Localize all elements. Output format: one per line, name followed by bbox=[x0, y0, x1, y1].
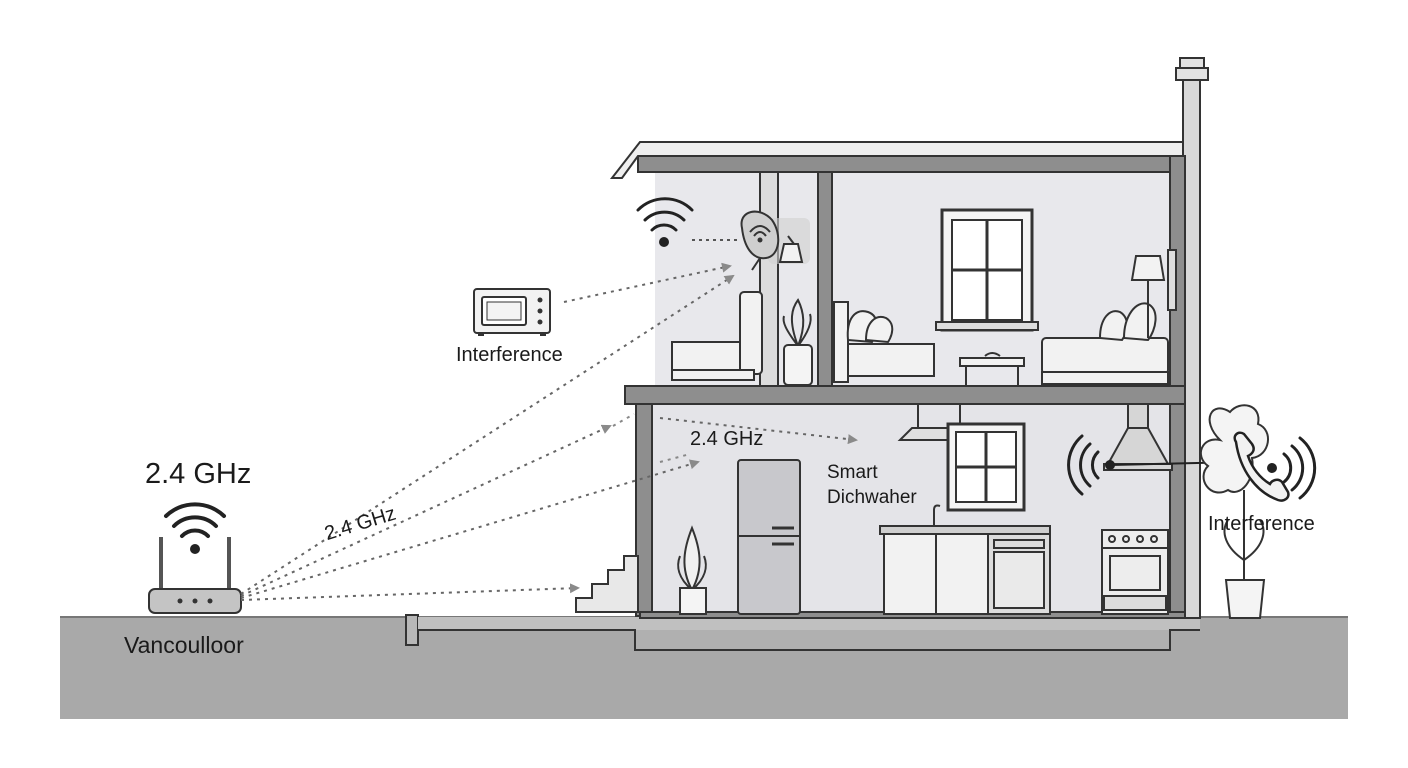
lamp-icon bbox=[1130, 255, 1166, 338]
sink-cabinet bbox=[879, 504, 1051, 615]
satellite-dish-icon bbox=[740, 210, 810, 271]
kitchen-window-icon bbox=[946, 422, 1026, 512]
house-walls bbox=[624, 155, 1186, 619]
dishwasher-label-line1: Smart bbox=[827, 462, 878, 483]
plant-icon bbox=[782, 298, 813, 386]
signal-paths bbox=[240, 262, 858, 601]
stairs-icon bbox=[575, 555, 639, 613]
range-hood-icon bbox=[1103, 403, 1173, 471]
smart-dishwasher-label: Smart Dichwaher bbox=[827, 460, 917, 510]
phone-interference-label: Interference bbox=[1208, 513, 1315, 535]
dishwasher-label-line2: Dichwaher bbox=[827, 487, 917, 508]
router-name-label: Vancoulloor bbox=[124, 632, 244, 658]
microwave-interference-label: Interference bbox=[456, 344, 563, 366]
short-signal-hints bbox=[612, 413, 691, 463]
stove-icon bbox=[1101, 529, 1169, 615]
window-icon bbox=[935, 208, 1039, 332]
side-table bbox=[959, 352, 1025, 386]
cordless-phone-icon bbox=[1233, 431, 1290, 502]
plant-icon-kitchen bbox=[677, 525, 707, 615]
refrigerator-icon bbox=[737, 459, 801, 615]
router-icon bbox=[148, 537, 242, 614]
router-wifi-icon bbox=[164, 502, 226, 554]
wall-panel bbox=[1167, 249, 1177, 311]
armchair-icon bbox=[671, 291, 763, 381]
phone-signal-waves-icon bbox=[1267, 436, 1317, 500]
chimney-icon bbox=[1175, 57, 1209, 619]
roof bbox=[609, 141, 1184, 179]
bed-icon bbox=[1041, 302, 1169, 385]
dishwasher-icon bbox=[987, 533, 1051, 615]
router-frequency-label: 2.4 GHz bbox=[145, 458, 252, 490]
microwave-icon bbox=[473, 288, 551, 336]
ground-floor-frequency-label: 2.4 GHz bbox=[690, 428, 764, 450]
sofa-icon bbox=[833, 301, 935, 383]
foundation bbox=[405, 614, 1200, 651]
wifi-icon bbox=[636, 197, 694, 247]
